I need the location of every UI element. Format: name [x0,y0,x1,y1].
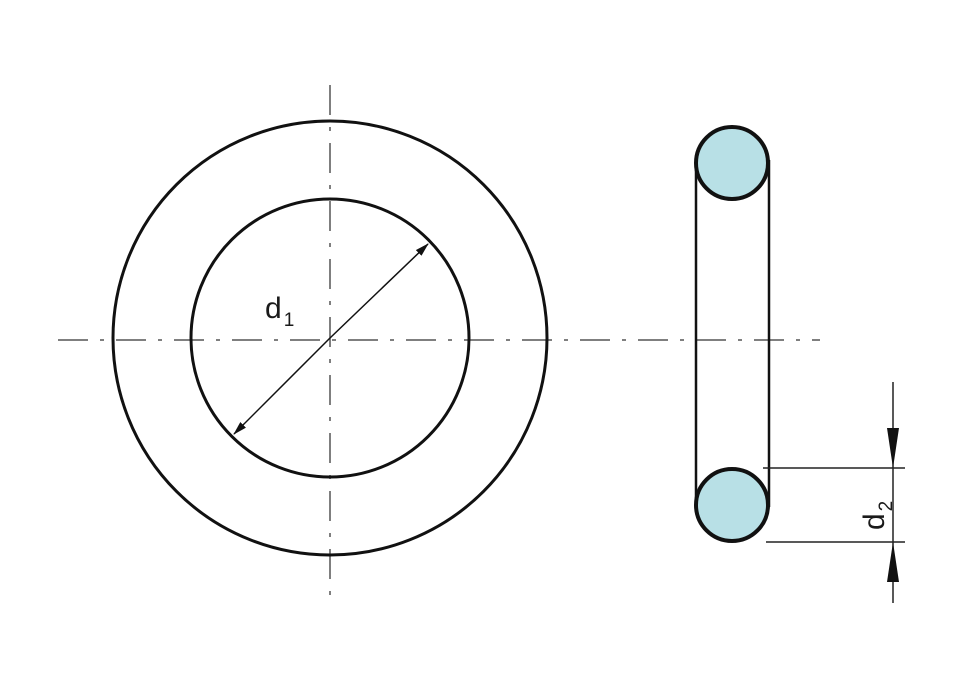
d2-arrow-bottom [887,542,899,582]
bottom-section-circle [694,467,770,543]
side-view: d2 [694,125,905,603]
d1-dimension-line-lower [233,337,331,435]
d1-dimension-line [329,243,429,339]
d2-label: d2 [858,501,897,530]
inner-circle [189,197,471,479]
d2-arrow-top [887,428,899,468]
outer-circle [111,119,549,557]
top-section-circle [694,125,770,201]
